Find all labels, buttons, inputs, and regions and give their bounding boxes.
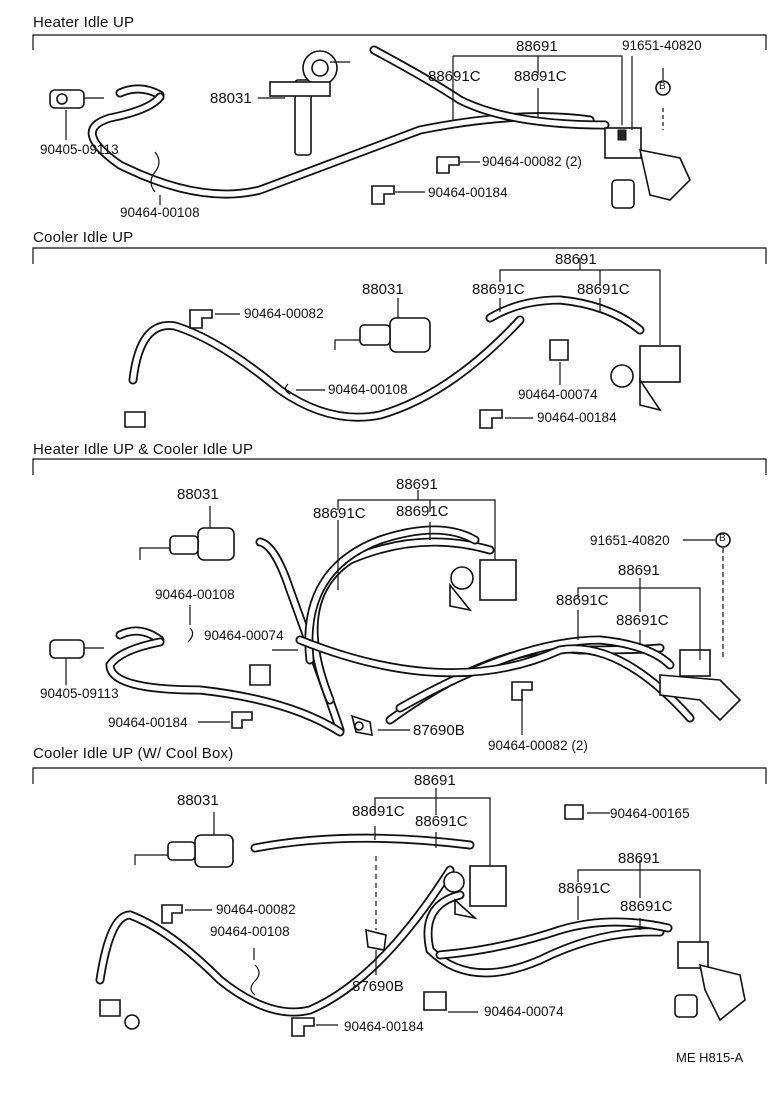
s1-label-90464-00184: 90464-00184	[428, 185, 508, 200]
s4-label-90464-00074: 90464-00074	[484, 1004, 564, 1019]
s4-idle-actuator-88031	[134, 834, 234, 868]
s1-label-88691: 88691	[516, 38, 558, 55]
s4-label-88691c-d: 88691C	[620, 898, 673, 915]
section-title-heater-idle-up: Heater Idle UP	[33, 14, 135, 31]
s4-label-90464-00108: 90464-00108	[210, 924, 290, 939]
s2-hoses	[128, 295, 645, 422]
s4-label-90464-00165: 90464-00165	[610, 806, 690, 821]
s1-idle-actuator-88031	[269, 50, 350, 156]
s2-idle-actuator-88031	[334, 317, 431, 353]
s2-label-90464-00082: 90464-00082	[244, 306, 324, 321]
section-title-heater-cooler-idle-up: Heater Idle UP & Cooler Idle UP	[33, 441, 254, 458]
s3-clips	[187, 627, 533, 736]
s3-label-88691c-c: 88691C	[556, 592, 609, 609]
s1-label-88691c-a: 88691C	[428, 68, 481, 85]
section-title-cooler-idle-up-cool-box: Cooler Idle UP (W/ Cool Box)	[33, 745, 234, 762]
s1-label-88691c-b: 88691C	[514, 68, 567, 85]
s4-label-90464-00082: 90464-00082	[216, 902, 296, 917]
s3-bracket-90405	[49, 639, 104, 659]
s1-label-90405-09113: 90405-09113	[40, 142, 119, 157]
s3-label-88031: 88031	[177, 486, 219, 503]
section-title-cooler-idle-up: Cooler Idle UP	[33, 229, 134, 246]
s3-idle-actuator-88031	[139, 527, 235, 561]
s2-clips	[124, 309, 569, 429]
s4-clips	[99, 804, 584, 1037]
s3-label-90405-09113: 90405-09113	[40, 686, 119, 701]
s4-label-87690b: 87690B	[352, 978, 404, 995]
s3-label-88691c-a: 88691C	[313, 505, 366, 522]
s3-hoses	[105, 525, 695, 737]
s4-label-88691: 88691	[414, 772, 456, 789]
s2-label-88691c-b: 88691C	[577, 281, 630, 298]
s3-label-87690b: 87690B	[413, 722, 465, 739]
s2-label-90464-00074: 90464-00074	[518, 387, 598, 402]
s3-label-88691c-b: 88691C	[396, 503, 449, 520]
s3-label-88691: 88691	[396, 476, 438, 493]
s3-label-90464-00108: 90464-00108	[155, 587, 235, 602]
s1-ref-b-marker: B	[659, 81, 666, 92]
s1-vsv-valve	[604, 127, 691, 209]
s4-label-88691c-c: 88691C	[558, 880, 611, 897]
s3-label-90464-00074: 90464-00074	[204, 628, 284, 643]
s4-label-88691c-a: 88691C	[352, 803, 405, 820]
s2-label-90464-00108: 90464-00108	[328, 382, 408, 397]
s1-clips	[150, 151, 460, 205]
s3-label-91651-40820: 91651-40820	[590, 533, 670, 548]
s1-bracket-90405	[49, 89, 104, 109]
s4-label-90464-00184: 90464-00184	[344, 1019, 424, 1034]
s1-label-91651-40820: 91651-40820	[622, 38, 702, 53]
s1-label-90464-00108: 90464-00108	[120, 205, 200, 220]
s1-label-90464-00082: 90464-00082 (2)	[482, 154, 582, 169]
s4-label-88691c-b: 88691C	[415, 813, 468, 830]
s3-label-88691c-d: 88691C	[616, 612, 669, 629]
s3-label-90464-00082: 90464-00082 (2)	[488, 738, 588, 753]
s4-hoses	[95, 833, 673, 1017]
s4-label-88691-2: 88691	[618, 850, 660, 867]
s3-vsv-valve-b	[659, 649, 742, 722]
s2-vsv-valve	[610, 345, 681, 412]
s3-label-88691-2: 88691	[618, 562, 660, 579]
s4-vsv-valve-b	[674, 941, 746, 1022]
s1-hoses	[87, 45, 610, 199]
s4-label-88031: 88031	[177, 792, 219, 809]
s3-ref-b-marker: B	[719, 533, 726, 544]
s2-label-88031: 88031	[362, 281, 404, 298]
s2-label-90464-00184: 90464-00184	[537, 410, 617, 425]
s1-label-88031: 88031	[210, 90, 252, 107]
footer-diagram-code: ME H815-A	[676, 1050, 744, 1065]
s4-vsv-valve-a	[443, 865, 507, 920]
s2-label-88691: 88691	[555, 251, 597, 268]
s3-vsv-valve-a	[449, 559, 517, 612]
s2-label-88691c-a: 88691C	[472, 281, 525, 298]
s3-label-90464-00184: 90464-00184	[108, 715, 188, 730]
